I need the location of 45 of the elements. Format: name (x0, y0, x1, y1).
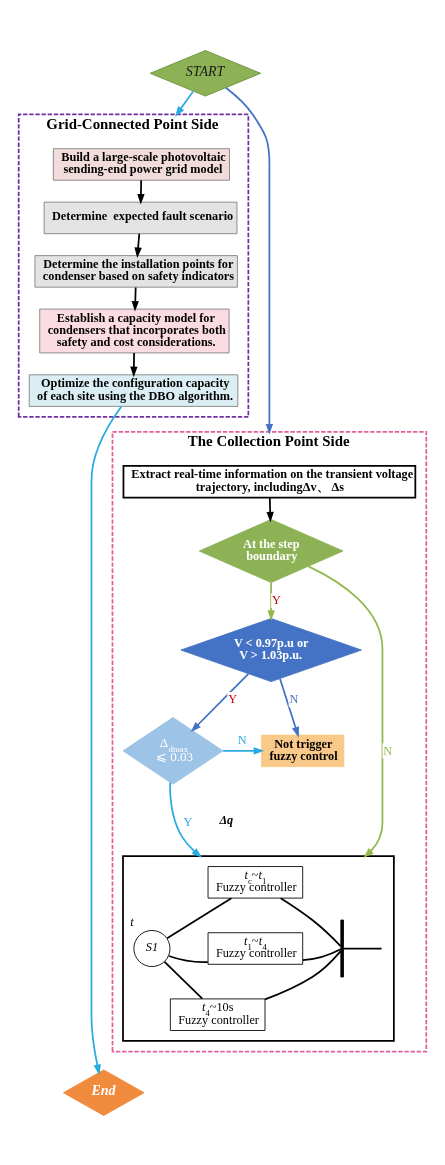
node-diamond: At the step boundary (198, 518, 344, 583)
node-box: t$_{4}$~10s Fuzzy controller (169, 997, 266, 1031)
node-label: t (130, 914, 134, 929)
arrow (190, 672, 250, 732)
arrow (266, 496, 274, 522)
arrow (134, 232, 142, 258)
node-box: Determine expected fault scenario (43, 201, 238, 234)
connector (264, 949, 342, 1000)
connector (342, 947, 383, 949)
edge-label: N (383, 743, 393, 758)
node-box: Build a large-scale photovoltaic sending-end power grid model (52, 147, 230, 181)
connector (168, 954, 209, 963)
arrow (267, 581, 275, 621)
connector (166, 896, 233, 939)
node-diamond: End (62, 1068, 145, 1116)
node-circle: S1 (133, 929, 171, 967)
connector (279, 896, 342, 947)
arrow (222, 746, 265, 755)
arrow (175, 90, 194, 117)
node-bar (340, 919, 344, 977)
edge-label: N (237, 732, 247, 747)
node-diamond: V < 0.97p.u or V > 1.03p.u. (180, 617, 362, 682)
edge-label: Y (272, 592, 281, 607)
node-box: t$_{c}$~t$_{1}$ Fuzzy controller (207, 865, 304, 899)
edge-label: Y (228, 691, 238, 706)
label: Δq (219, 812, 234, 827)
node-box: Not trigger fuzzy control (261, 734, 345, 767)
node-box: Optimize the configuration capacity of each site using the DBO algorithm. (28, 373, 239, 407)
node-diamond: Δ$_{dmax}$ ⩽ 0.03 (122, 716, 224, 785)
arrow (130, 351, 138, 377)
arrow (137, 178, 145, 205)
node-box: Establish a capacity model for condensers that incorporates both safety and cost considerations. (39, 308, 230, 353)
arrow (224, 86, 274, 434)
edge-label: Y (183, 814, 193, 829)
edge-label: N (289, 691, 299, 706)
connector (163, 960, 204, 1000)
connector (301, 947, 342, 961)
node-box: Extract real-time information on the transient voltage trajectory, includingΔv、 Δs (122, 464, 417, 498)
node-diamond: START (149, 49, 262, 97)
cluster (122, 854, 395, 1042)
node-box: t$_{1}$~t$_{4}$ Fuzzy controller (207, 931, 304, 965)
node-box: Determine the installation points for condenser based on safety indicators (34, 254, 238, 288)
arrow (307, 564, 384, 858)
arrow (169, 781, 203, 858)
arrow (90, 405, 123, 1075)
